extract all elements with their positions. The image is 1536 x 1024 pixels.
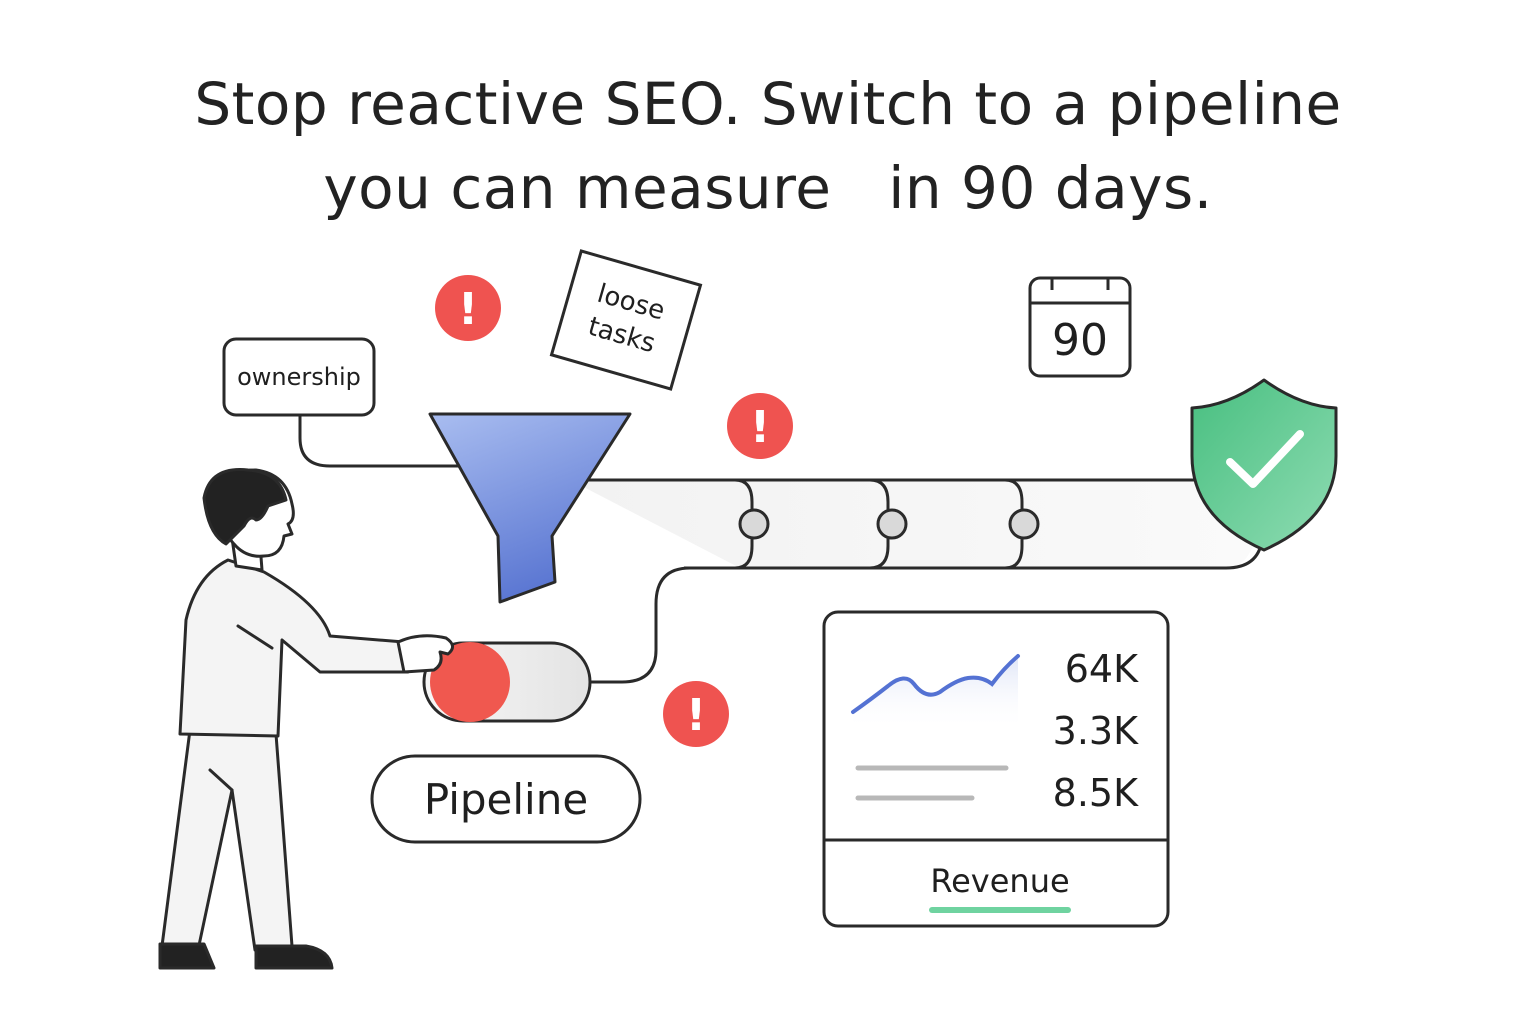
ownership-tag: ownership xyxy=(222,337,376,417)
loose-tasks-note: loose tasks xyxy=(549,249,703,391)
toggle-knob[interactable] xyxy=(430,642,510,722)
alert-icon: ! xyxy=(663,681,729,747)
metric-value-2: 3.3K xyxy=(1053,709,1139,753)
pipeline-label: Pipeline xyxy=(424,775,588,824)
metrics-card: 64K 3.3K 8.5K Revenue xyxy=(822,610,1170,928)
headline: Stop reactive SEO. Switch to a pipeline … xyxy=(0,62,1536,230)
toggle-connector xyxy=(590,566,691,684)
pipe-node-1 xyxy=(738,508,770,540)
sparkline xyxy=(851,654,1020,714)
sparkline-area xyxy=(853,656,1018,730)
pipe-node-3 xyxy=(1008,508,1040,540)
headline-line-2: you can measure in 90 days. xyxy=(323,154,1213,222)
ownership-connector xyxy=(298,416,460,468)
metric-value-1: 64K xyxy=(1065,647,1139,691)
pipe-node-2 xyxy=(876,508,908,540)
pipeline-toggle[interactable] xyxy=(422,641,592,723)
shield-check-icon xyxy=(1190,378,1338,552)
svg-text:!: ! xyxy=(458,284,478,335)
headline-line-1: Stop reactive SEO. Switch to a pipeline xyxy=(194,70,1342,138)
revenue-label: Revenue xyxy=(930,862,1069,900)
svg-text:!: ! xyxy=(686,690,706,741)
svg-text:!: ! xyxy=(750,402,770,453)
metric-value-3: 8.5K xyxy=(1053,771,1139,815)
funnel-icon xyxy=(428,412,632,604)
pipeline-tube xyxy=(560,478,1264,570)
calendar-icon: 90 xyxy=(1028,276,1132,378)
alert-icon: ! xyxy=(727,393,793,459)
ownership-label: ownership xyxy=(237,363,361,391)
alert-icon: ! xyxy=(435,275,501,341)
person-illustration xyxy=(158,468,454,970)
calendar-day-label: 90 xyxy=(1052,315,1108,366)
pipeline-label-pill: Pipeline xyxy=(370,754,642,844)
